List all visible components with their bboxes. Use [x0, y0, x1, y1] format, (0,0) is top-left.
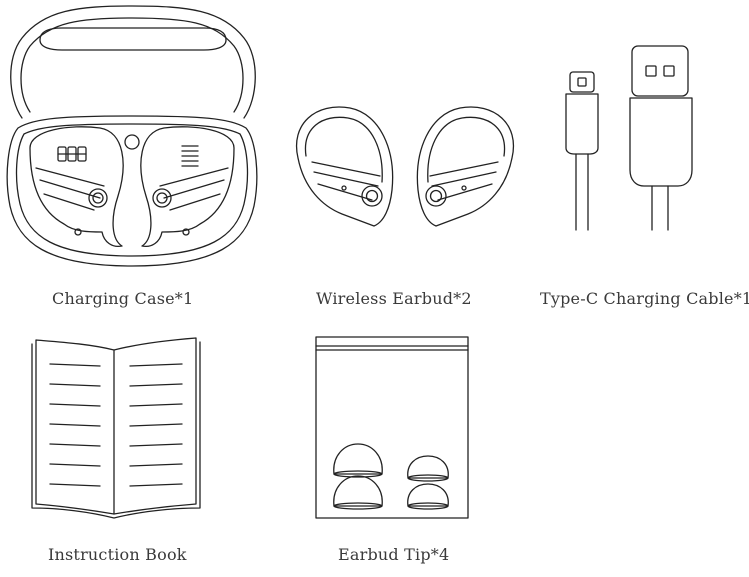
earbud-tip-icon — [315, 336, 469, 519]
type-c-cable-icon — [565, 45, 693, 231]
charging-case-icon — [6, 5, 258, 267]
earbud-tip-label: Earbud Tip*4 — [338, 545, 450, 564]
instruction-book-label: Instruction Book — [48, 545, 187, 564]
wireless-earbud-icon — [295, 106, 515, 227]
wireless-earbud-label: Wireless Earbud*2 — [316, 289, 472, 308]
type-c-cable-label: Type-C Charging Cable*1 — [540, 289, 749, 308]
instruction-book-icon — [31, 337, 201, 519]
charging-case-label: Charging Case*1 — [52, 289, 194, 308]
